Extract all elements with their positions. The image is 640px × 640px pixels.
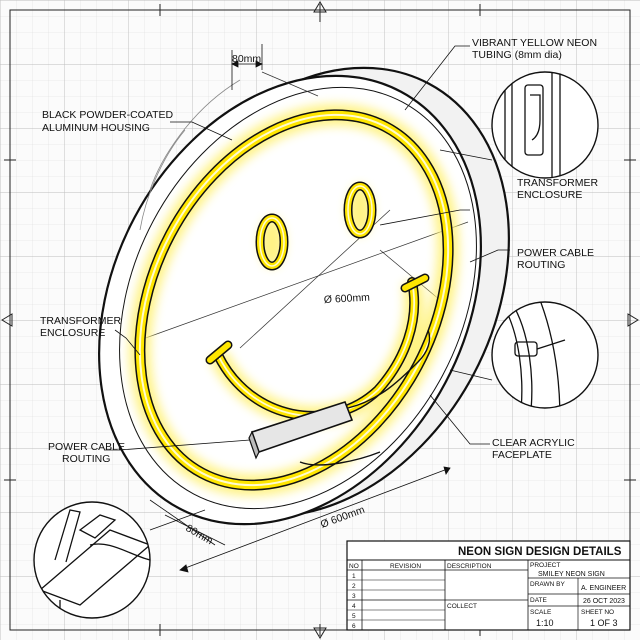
date-value: 26 OCT 2023 xyxy=(583,598,625,605)
sheet-label: SHEET NO xyxy=(581,609,614,616)
callout-transformer-left-line2: ENCLOSURE xyxy=(40,327,105,339)
callout-cable-left: POWER CABLE ROUTING xyxy=(48,441,125,465)
dimension-lines xyxy=(149,44,451,573)
transformer-box xyxy=(248,401,354,460)
callout-cable-right-line1: POWER CABLE xyxy=(517,247,594,259)
detail-view-mount xyxy=(33,501,151,619)
rev-row: 6 xyxy=(352,623,356,630)
callout-housing-line2: ALUMINUM HOUSING xyxy=(42,122,150,134)
rev-row: 2 xyxy=(352,583,356,590)
neon-smile xyxy=(205,273,430,421)
callout-neon-line1: VIBRANT YELLOW NEON xyxy=(472,37,597,49)
callout-neon-line2: TUBING (8mm dia) xyxy=(472,49,562,61)
callout-transformer-right-line2: ENCLOSURE xyxy=(517,189,582,201)
callout-transformer-right: TRANSFORMER ENCLOSURE xyxy=(517,177,599,201)
detail-view-cable-clip xyxy=(491,301,599,409)
rev-row: 4 xyxy=(352,603,356,610)
date-label: DATE xyxy=(530,597,548,604)
scale-value: 1:10 xyxy=(536,618,554,628)
neon-left-eye xyxy=(255,213,289,271)
callout-housing: BLACK POWDER-COATED ALUMINUM HOUSING xyxy=(42,109,173,134)
rev-header-revision: REVISION xyxy=(390,563,421,570)
power-cable xyxy=(299,329,431,466)
title-block: NEON SIGN DESIGN DETAILS NO REVISION DES… xyxy=(346,540,631,631)
callout-cable-right-line2: ROUTING xyxy=(517,259,565,271)
project-value: SMILEY NEON SIGN xyxy=(538,571,605,578)
rev-header-description: DESCRIPTION xyxy=(447,563,492,570)
callout-transformer-left: TRANSFORMER ENCLOSURE xyxy=(40,315,122,339)
callout-acrylic-line1: CLEAR ACRYLIC xyxy=(492,437,575,449)
dimension-diameter-inner: Ø 600mm xyxy=(324,292,371,306)
callout-housing-line1: BLACK POWDER-COATED xyxy=(42,109,173,121)
callout-transformer-left-line1: TRANSFORMER xyxy=(40,315,122,327)
detail-view-transformer xyxy=(491,71,599,179)
project-label: PROJECT xyxy=(530,562,560,569)
rev-row: 3 xyxy=(352,593,356,600)
drawn-by-label: DRAWN BY xyxy=(530,581,565,588)
callout-acrylic: CLEAR ACRYLIC FACEPLATE xyxy=(492,437,575,461)
sheet-border xyxy=(4,4,636,636)
callout-cable-right: POWER CABLE ROUTING xyxy=(517,247,594,271)
rev-row: 1 xyxy=(352,573,356,580)
dimension-depth-top: 80mm xyxy=(232,53,261,65)
drawn-by-value: A. ENGINEER xyxy=(581,585,626,592)
collect-label: COLLECT xyxy=(447,603,477,610)
rev-header-no: NO xyxy=(349,563,359,570)
callout-cable-left-line1: POWER CABLE xyxy=(48,441,125,453)
sheet-value: 1 OF 3 xyxy=(590,618,618,628)
callout-acrylic-line2: FACEPLATE xyxy=(492,449,552,461)
leader-lines xyxy=(104,45,510,531)
rev-row: 5 xyxy=(352,613,356,620)
neon-right-eye xyxy=(343,181,377,239)
callout-neon: VIBRANT YELLOW NEON TUBING (8mm dia) xyxy=(472,37,597,61)
callout-cable-left-line2: ROUTING xyxy=(62,453,110,465)
callout-transformer-right-line1: TRANSFORMER xyxy=(517,177,599,189)
title-block-title: NEON SIGN DESIGN DETAILS xyxy=(458,546,622,558)
neon-outer-ring xyxy=(134,109,454,491)
scale-label: SCALE xyxy=(530,609,552,616)
